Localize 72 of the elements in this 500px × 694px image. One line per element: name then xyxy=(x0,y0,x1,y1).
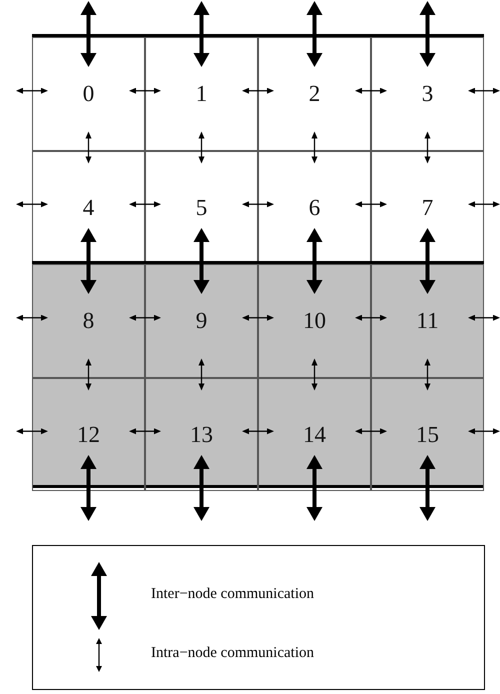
double-arrow xyxy=(86,132,92,164)
double-arrow xyxy=(198,132,204,164)
process-number: 5 xyxy=(196,196,208,219)
grid-cell xyxy=(371,378,484,491)
double-arrow xyxy=(194,455,210,521)
double-arrow xyxy=(355,88,387,94)
double-arrow xyxy=(420,1,436,67)
double-arrow xyxy=(80,1,96,67)
double-arrow xyxy=(312,132,318,164)
process-number: 3 xyxy=(422,82,434,106)
process-number: 14 xyxy=(303,422,326,446)
double-arrow xyxy=(468,201,500,208)
legend-text: Intra−node communication xyxy=(151,645,314,662)
double-arrow xyxy=(242,201,274,208)
double-arrow xyxy=(16,314,48,321)
grid-cell xyxy=(145,37,258,150)
double-arrow xyxy=(198,358,204,390)
grid-band xyxy=(32,34,484,261)
double-arrow xyxy=(16,88,48,94)
grid-cell xyxy=(32,264,145,378)
double-arrow xyxy=(355,428,387,434)
double-arrow xyxy=(194,1,210,67)
double-arrow xyxy=(468,428,500,434)
process-number: 8 xyxy=(82,309,94,332)
double-arrow xyxy=(420,455,436,521)
double-arrow xyxy=(424,358,430,390)
double-arrow xyxy=(16,201,48,208)
double-arrow xyxy=(129,201,161,208)
double-arrow xyxy=(468,314,500,321)
process-number: 12 xyxy=(77,422,100,446)
double-arrow xyxy=(80,455,96,521)
legend-text: Inter−node communication xyxy=(151,586,314,603)
double-arrow xyxy=(306,228,322,294)
grid-cell xyxy=(32,37,145,150)
double-arrow xyxy=(86,358,92,390)
grid-cell xyxy=(371,264,484,378)
double-arrow xyxy=(424,132,430,164)
grid-cell xyxy=(258,378,371,491)
grid-cell xyxy=(32,378,145,491)
grid-cell xyxy=(145,378,258,491)
process-number: 15 xyxy=(416,422,439,446)
process-number: 4 xyxy=(82,196,94,219)
double-arrow xyxy=(312,358,318,390)
double-arrow xyxy=(242,428,274,434)
process-number: 13 xyxy=(190,422,213,446)
double-arrow xyxy=(129,314,161,321)
double-arrow xyxy=(355,314,387,321)
process-number: 11 xyxy=(416,309,439,332)
process-number: 0 xyxy=(82,82,94,106)
double-arrow xyxy=(80,228,96,294)
double-arrow xyxy=(420,228,436,294)
double-arrow xyxy=(16,428,48,434)
grid-cell xyxy=(371,37,484,150)
process-number: 1 xyxy=(196,82,208,106)
double-arrow xyxy=(194,228,210,294)
grid-cell xyxy=(145,264,258,378)
process-number: 10 xyxy=(303,309,326,332)
process-number: 6 xyxy=(308,196,320,219)
double-arrow xyxy=(242,88,274,94)
double-arrow xyxy=(306,1,322,67)
process-number: 9 xyxy=(196,309,208,332)
double-arrow xyxy=(129,428,161,434)
grid-cell xyxy=(258,264,371,378)
double-arrow xyxy=(129,88,161,94)
process-number: 7 xyxy=(422,196,434,219)
double-arrow xyxy=(242,314,274,321)
process-number: 2 xyxy=(308,82,320,106)
double-arrow xyxy=(355,201,387,208)
grid-band xyxy=(32,261,484,488)
double-arrow xyxy=(306,455,322,521)
grid-cell xyxy=(258,37,371,150)
double-arrow xyxy=(468,88,500,94)
